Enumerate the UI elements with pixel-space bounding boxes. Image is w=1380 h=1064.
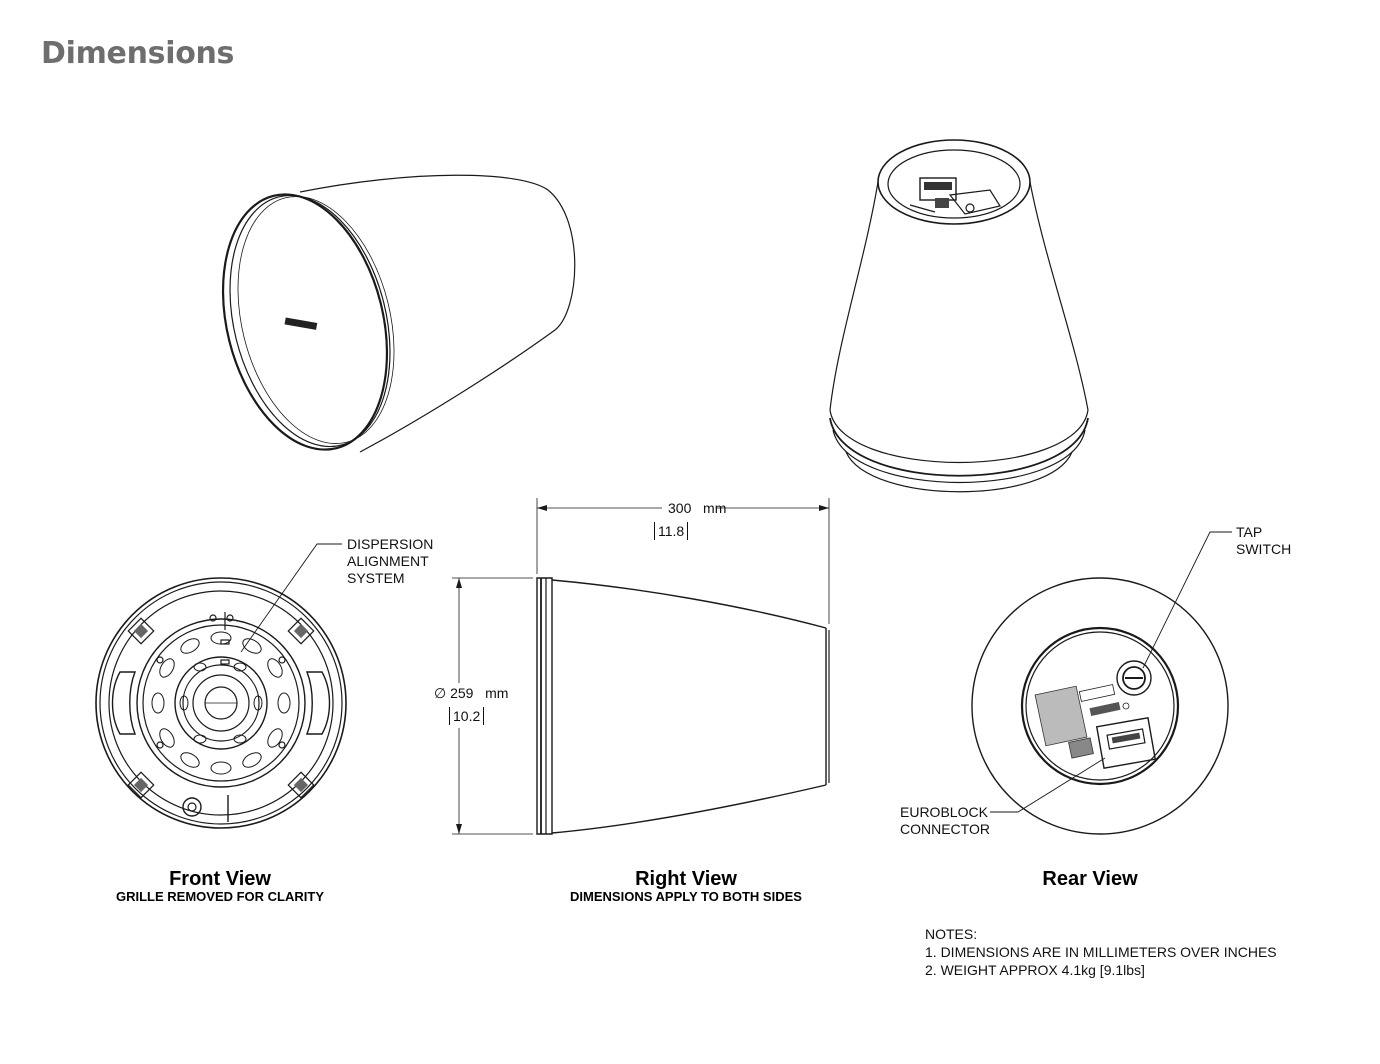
notes-heading: NOTES:: [925, 926, 978, 942]
front-view-slots: [151, 631, 291, 775]
rear-label-panel: [1034, 684, 1130, 759]
euroblock-connector-icon: [1095, 716, 1157, 770]
callout-euroblock-connector: EUROBLOCK CONNECTOR: [900, 804, 990, 837]
dimension-length-in: 11.8: [654, 522, 689, 540]
front-view-brackets: [127, 614, 315, 799]
right-view-drawing: [452, 498, 830, 835]
leader-euroblock: [990, 757, 1106, 813]
callout-tap-switch: TAP SWITCH: [1236, 524, 1292, 557]
note-item: 1. DIMENSIONS ARE IN MILLIMETERS OVER IN…: [925, 944, 1277, 960]
iso-front-speaker: [221, 174, 576, 453]
dimension-diameter-mm: ∅ 259 mm: [434, 685, 509, 701]
iso-rear-speaker: [829, 139, 1089, 493]
bose-logo-icon: [284, 317, 318, 330]
rear-view-drawing: [971, 577, 1229, 835]
rear-view-title: Rear View: [1042, 868, 1138, 890]
leader-tap-switch: [1142, 531, 1232, 669]
dimension-diameter-in: 10.2: [449, 707, 485, 725]
right-view-subtitle: DIMENSIONS APPLY TO BOTH SIDES: [570, 889, 802, 904]
notes-block: NOTES: 1. DIMENSIONS ARE IN MILLIMETERS …: [925, 925, 1277, 979]
front-view-drawing: [95, 577, 347, 829]
callout-dispersion-alignment: DISPERSION ALIGNMENT SYSTEM: [347, 536, 434, 586]
note-item: 2. WEIGHT APPROX 4.1kg [9.1lbs]: [925, 962, 1145, 978]
page-title: Dimensions: [41, 36, 235, 71]
iso-connector-block: [909, 177, 1001, 215]
tap-switch-dial: [1116, 660, 1152, 696]
leader-dispersion: [240, 543, 342, 653]
right-view-title: Right View: [635, 868, 737, 890]
front-view-subtitle: GRILLE REMOVED FOR CLARITY: [116, 889, 324, 904]
dimension-length-mm: 300 mm: [668, 500, 727, 516]
front-view-title: Front View: [169, 868, 271, 890]
